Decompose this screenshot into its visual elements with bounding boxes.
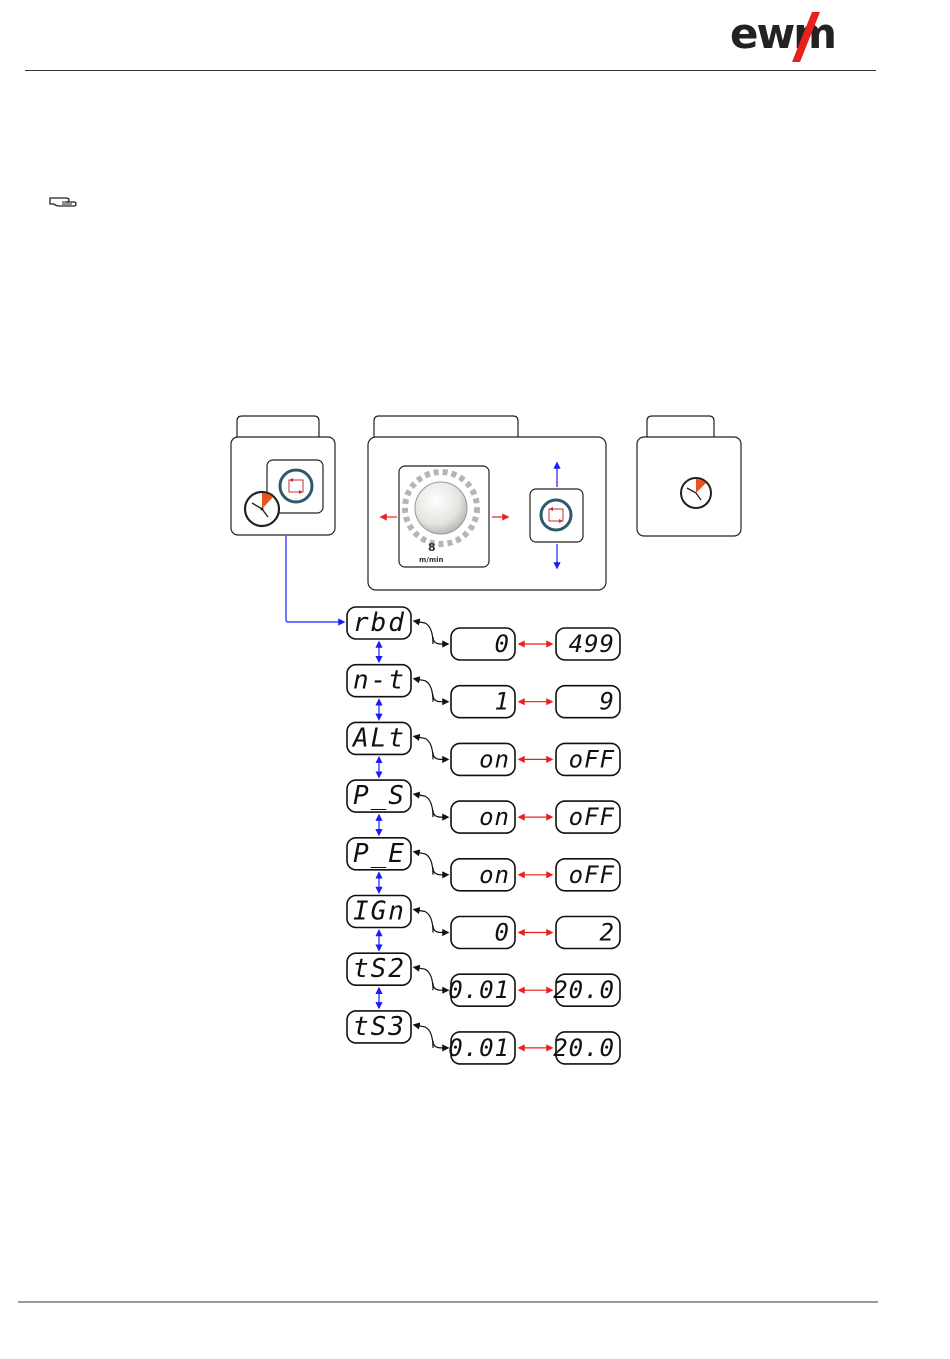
- cycle-button-icon-center[interactable]: [530, 489, 583, 542]
- select-arrow-down: [433, 810, 448, 817]
- max-value-display: 9: [556, 686, 620, 718]
- select-arrow-up: [414, 794, 433, 817]
- select-arrow-down: [433, 1041, 448, 1048]
- parameter-display-text: IGn: [353, 897, 406, 927]
- select-arrow-up: [414, 736, 433, 759]
- panel-right: [637, 416, 741, 536]
- parameter-display-text: tS2: [353, 954, 406, 984]
- max-value-display-text: oFF: [569, 803, 615, 831]
- parameter-display-text: ALt: [351, 723, 406, 753]
- max-value-display-text: oFF: [569, 861, 615, 889]
- min-value-display-text: on: [479, 861, 510, 889]
- select-arrow-up: [414, 852, 433, 875]
- max-value-display-text: 20.0: [553, 976, 615, 1004]
- max-value-display: 20.0: [553, 974, 620, 1006]
- select-arrow-up: [414, 967, 433, 990]
- select-arrow-up: [414, 910, 433, 933]
- parameter-display-text: P_S: [353, 781, 406, 811]
- parameter-display: P_E: [347, 838, 411, 870]
- min-value-display-text: 0: [495, 630, 510, 658]
- parameter-display: P_S: [347, 780, 411, 812]
- panel-center: 8 m/min: [368, 416, 606, 590]
- parameter-display: ALt: [347, 722, 411, 754]
- max-value-display-text: 20.0: [553, 1034, 615, 1062]
- max-value-display-text: oFF: [569, 745, 615, 773]
- min-value-display-text: 0.01: [448, 1034, 510, 1062]
- min-value-display-text: 0: [495, 919, 510, 947]
- parameter-display-text: tS3: [353, 1012, 406, 1042]
- min-value-display: 1: [451, 686, 515, 718]
- parameter-display-text: n-t: [353, 666, 406, 696]
- min-value-display: on: [451, 801, 515, 833]
- parameter-display: rbd: [347, 607, 411, 639]
- min-value-display-text: on: [479, 803, 510, 831]
- select-arrow-down: [433, 695, 448, 702]
- min-value-display: on: [451, 859, 515, 891]
- max-value-display-text: 499: [569, 630, 615, 658]
- select-arrow-up: [414, 1025, 433, 1048]
- stopwatch-icon-right: [681, 478, 711, 508]
- select-arrow-down: [433, 868, 448, 875]
- min-value-display: on: [451, 743, 515, 775]
- max-value-display: oFF: [556, 859, 620, 891]
- select-arrow-down: [433, 752, 448, 759]
- select-arrow-up: [414, 679, 433, 702]
- max-value-display: oFF: [556, 801, 620, 833]
- min-value-display: 0: [451, 628, 515, 660]
- parameter-display: IGn: [347, 896, 411, 928]
- entry-arrow: [286, 536, 344, 622]
- min-value-display: 0.01: [448, 1032, 515, 1064]
- parameter-display: tS3: [347, 1011, 411, 1043]
- max-value-display: 2: [556, 917, 620, 949]
- select-arrow-down: [433, 637, 448, 644]
- min-value-display-text: 0.01: [448, 976, 510, 1004]
- min-value-display-text: on: [479, 745, 510, 773]
- min-value-display: 0.01: [448, 974, 515, 1006]
- min-value-display: 0: [451, 917, 515, 949]
- max-value-display: 20.0: [553, 1032, 620, 1064]
- panel-left: [231, 416, 335, 535]
- max-value-display: 499: [556, 628, 620, 660]
- select-arrow-down: [433, 983, 448, 990]
- parameter-display-text: P_E: [353, 839, 406, 869]
- unit-label: m/min: [419, 556, 444, 564]
- select-arrow-up: [414, 621, 433, 644]
- wire-icon: 8: [428, 541, 436, 554]
- max-value-display-text: 2: [600, 919, 615, 947]
- parameter-display: tS2: [347, 953, 411, 985]
- stopwatch-icon: [245, 492, 279, 526]
- min-value-display-text: 1: [495, 688, 510, 716]
- max-value-display-text: 9: [600, 688, 615, 716]
- parameter-display: n-t: [347, 665, 411, 697]
- rotary-knob-icon[interactable]: 8 m/min: [399, 466, 489, 567]
- select-arrow-down: [433, 926, 448, 933]
- parameter-display-text: rbd: [353, 608, 406, 638]
- max-value-display: oFF: [556, 743, 620, 775]
